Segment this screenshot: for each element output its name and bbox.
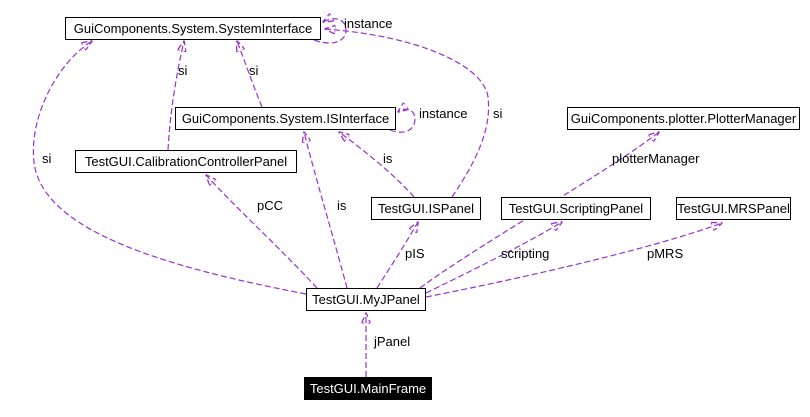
edge-myjpanel-ispanel-pis bbox=[376, 222, 418, 289]
edge-myjpanel-calibrationcontrollerpanel-pcc bbox=[206, 175, 318, 289]
edge-label-plottermanager: plotterManager bbox=[612, 151, 700, 166]
node-testgui-mrspanel[interactable]: TestGUI.MRSPanel bbox=[676, 197, 791, 220]
edge-myjpanel-mrspanel-pmrs bbox=[425, 223, 722, 298]
edge-calibrationcontrollerpanel-systeminterface-si bbox=[167, 41, 184, 151]
edge-label-is-ispanel: is bbox=[383, 151, 393, 166]
edge-label-instance-systeminterface: instance bbox=[344, 16, 393, 31]
edge-ispanel-isinterface-is bbox=[339, 132, 415, 198]
edge-label-pmrs: pMRS bbox=[647, 246, 684, 261]
edge-label-instance-isinterface: instance bbox=[419, 106, 468, 121]
edge-isinterface-self-instance bbox=[390, 109, 416, 133]
edge-label-si-isinterface: si bbox=[249, 63, 259, 78]
edge-label-jpanel: jPanel bbox=[374, 334, 411, 349]
edge-label-si-calibrationcontrollerpanel: si bbox=[178, 63, 188, 78]
edge-label-si-ispanel: si bbox=[493, 106, 503, 121]
edge-myjpanel-isinterface-is bbox=[304, 132, 348, 289]
node-guicomponents-system-isinterface[interactable]: GuiComponents.System.ISInterface bbox=[175, 107, 396, 130]
edge-isinterface-systeminterface-si bbox=[237, 41, 263, 108]
edge-myjpanel-scriptingpanel-scripting bbox=[425, 222, 562, 294]
edge-label-pis: pIS bbox=[405, 246, 425, 261]
node-testgui-mainframe-current: TestGUI.MainFrame bbox=[304, 377, 432, 400]
node-testgui-ispanel[interactable]: TestGUI.ISPanel bbox=[371, 197, 481, 220]
edge-label-si-myjpanel: si bbox=[42, 151, 52, 166]
node-guicomponents-plotter-plottermanager[interactable]: GuiComponents.plotter.PlotterManager bbox=[567, 107, 800, 130]
node-guicomponents-system-systeminterface[interactable]: GuiComponents.System.SystemInterface bbox=[65, 17, 321, 40]
edge-label-scripting: scripting bbox=[501, 246, 550, 261]
node-testgui-scriptingpanel[interactable]: TestGUI.ScriptingPanel bbox=[501, 197, 651, 220]
node-testgui-myjpanel[interactable]: TestGUI.MyJPanel bbox=[306, 288, 426, 311]
edge-label-pcc: pCC bbox=[257, 198, 284, 213]
node-testgui-calibrationcontrollerpanel[interactable]: TestGUI.CalibrationControllerPanel bbox=[75, 150, 297, 173]
edge-label-is-myjpanel: is bbox=[337, 198, 347, 213]
